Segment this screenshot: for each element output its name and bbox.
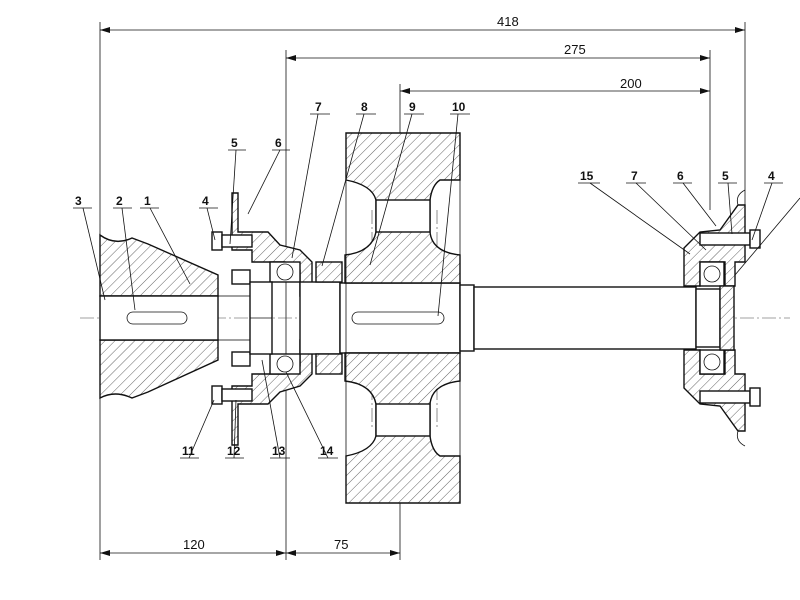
- callout-7-top: 7: [315, 100, 322, 114]
- callout-2: 2: [116, 194, 123, 208]
- left-hub: [99, 233, 271, 400]
- right-bearing-housing: [683, 189, 761, 447]
- callout-11: 11: [182, 444, 195, 458]
- callout-4-right: 4: [768, 169, 775, 183]
- callout-leaders: [73, 113, 800, 459]
- gear: [344, 132, 461, 504]
- callout-8: 8: [361, 100, 368, 114]
- callout-10: 10: [452, 100, 466, 114]
- callout-5-left: 5: [231, 136, 238, 150]
- callout-3: 3: [75, 194, 82, 208]
- dimension-labels: 418 275 200 120 75: [183, 14, 642, 552]
- dim-right-span-label: 75: [334, 537, 348, 552]
- callout-6-left: 6: [275, 136, 282, 150]
- callout-13: 13: [272, 444, 286, 458]
- callout-5-right: 5: [722, 169, 729, 183]
- callout-6-right: 6: [677, 169, 684, 183]
- callout-1: 1: [144, 194, 151, 208]
- callout-labels: 3 2 1 4 5 6 7 8 9 10 15 7 6 5 4 11 12 13…: [75, 100, 775, 458]
- callout-7-right: 7: [631, 169, 638, 183]
- callout-12: 12: [227, 444, 241, 458]
- callout-4-left: 4: [202, 194, 209, 208]
- callout-9: 9: [409, 100, 416, 114]
- dim-overall-label: 418: [497, 14, 519, 29]
- dim-to-gear-face-label: 275: [564, 42, 586, 57]
- callout-14: 14: [320, 444, 334, 458]
- left-bearing-housing: [211, 192, 313, 446]
- dim-left-span-label: 120: [183, 537, 205, 552]
- dim-to-gear-center-label: 200: [620, 76, 642, 91]
- callout-15: 15: [580, 169, 594, 183]
